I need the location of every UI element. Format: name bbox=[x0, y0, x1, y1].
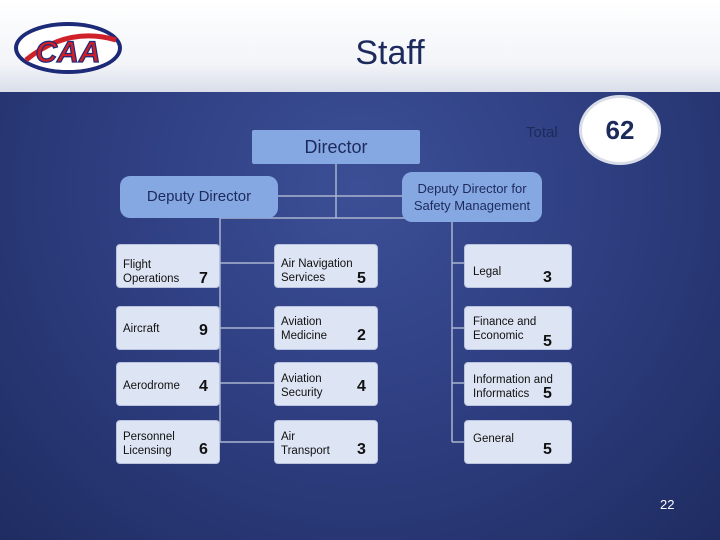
dept-count: 5 bbox=[357, 270, 366, 287]
dept-label: Air Navigation Services bbox=[281, 258, 353, 284]
dept-box-aerodrome: Aerodrome 4 bbox=[116, 362, 220, 406]
dept-box-air-transport: Air Transport 3 bbox=[274, 420, 378, 464]
dept-count: 6 bbox=[199, 441, 208, 458]
header-bar: CAA Staff bbox=[0, 0, 720, 92]
dept-box-aviation-security: Aviation Security 4 bbox=[274, 362, 378, 406]
dept-count: 5 bbox=[543, 333, 552, 350]
dept-count: 5 bbox=[543, 441, 552, 458]
dept-box-air-navigation-services: Air Navigation Services 5 bbox=[274, 244, 378, 288]
dept-box-aircraft: Aircraft 9 bbox=[116, 306, 220, 350]
deputy-director-box: Deputy Director bbox=[120, 176, 278, 218]
dept-label: General bbox=[473, 433, 514, 445]
dept-box-aviation-medicine: Aviation Medicine 2 bbox=[274, 306, 378, 350]
dept-count: 3 bbox=[543, 269, 552, 286]
caa-logo: CAA bbox=[14, 22, 122, 74]
total-label: Total bbox=[526, 124, 558, 141]
dept-box-general: General 5 bbox=[464, 420, 572, 464]
dept-box-information-and-informatics: Information and Informatics 5 bbox=[464, 362, 572, 406]
dept-count: 4 bbox=[357, 378, 366, 395]
dept-box-personnel-licensing: Personnel Licensing 6 bbox=[116, 420, 220, 464]
dept-label: Aviation Medicine bbox=[281, 316, 328, 342]
dept-box-finance-and-economic: Finance and Economic 5 bbox=[464, 306, 572, 350]
logo-text: CAA bbox=[36, 36, 101, 69]
dept-count: 9 bbox=[199, 322, 208, 339]
page-title: Staff bbox=[355, 34, 425, 72]
dept-count: 3 bbox=[357, 441, 366, 458]
director-box: Director bbox=[252, 130, 420, 164]
dept-label: Flight Operations bbox=[123, 259, 180, 285]
dept-count: 7 bbox=[199, 270, 208, 287]
dept-count: 4 bbox=[199, 378, 208, 395]
dept-label: Information and Informatics bbox=[473, 374, 553, 400]
dept-box-flight-operations: Flight Operations 7 bbox=[116, 244, 220, 288]
dept-count: 2 bbox=[357, 327, 366, 344]
deputy-director-safety-box: Deputy Director for Safety Management bbox=[402, 172, 542, 222]
dept-label: Aviation Security bbox=[281, 373, 323, 399]
page-number: 22 bbox=[660, 497, 675, 512]
dept-box-legal: Legal 3 bbox=[464, 244, 572, 288]
dept-label: Finance and Economic bbox=[473, 316, 537, 342]
total-circle: 62 bbox=[579, 95, 661, 165]
dept-label: Air Transport bbox=[281, 431, 330, 457]
dept-label: Aerodrome bbox=[123, 380, 180, 392]
dept-label: Legal bbox=[473, 266, 502, 278]
dept-label: Personnel Licensing bbox=[123, 431, 175, 457]
dept-count: 5 bbox=[543, 385, 552, 402]
dept-label: Aircraft bbox=[123, 323, 160, 335]
total-value: 62 bbox=[605, 115, 635, 145]
